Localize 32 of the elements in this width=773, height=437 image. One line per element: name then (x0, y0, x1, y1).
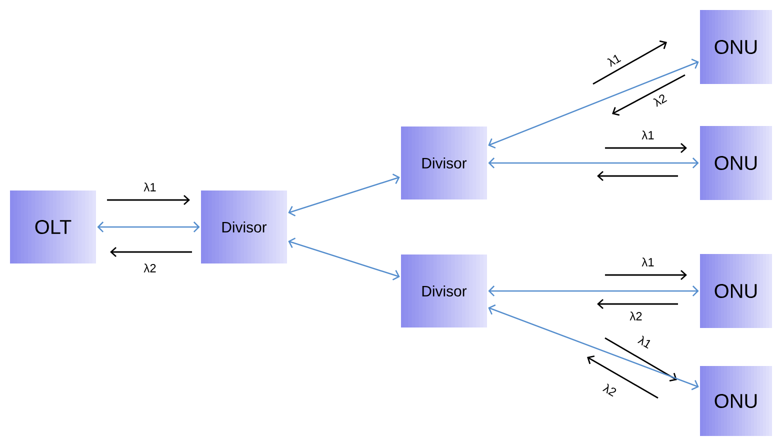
wavelength-label: λ1 (607, 54, 622, 67)
wavelength-label: λ1 (637, 336, 650, 349)
splitter-box: Divisor (401, 254, 487, 328)
fiber-link (288, 238, 400, 280)
wavelength-label: λ1 (642, 130, 654, 140)
node-label: Divisor (222, 222, 267, 232)
olt-box: OLT (10, 190, 96, 264)
onu-box: ONU (700, 254, 772, 328)
wavelength-label: λ2 (630, 312, 642, 320)
node-label: OLT (35, 220, 72, 234)
wavelength-label: λ1 (144, 182, 156, 192)
fiber-link (288, 174, 400, 216)
node-label: ONU (714, 40, 757, 54)
fiber-link (488, 58, 699, 149)
fiber-link (488, 304, 699, 390)
node-label: ONU (714, 156, 757, 170)
onu-box: ONU (700, 126, 772, 200)
splitter-box: Divisor (401, 126, 487, 200)
fiber-link (488, 286, 699, 296)
fiber-link (97, 222, 200, 232)
onu-box: ONU (700, 10, 772, 84)
node-label: ONU (714, 394, 757, 408)
node-label: Divisor (422, 158, 467, 168)
splitter-box: Divisor (201, 190, 287, 264)
wavelength-label: λ1 (642, 258, 654, 266)
wavelength-label: λ2 (144, 264, 156, 272)
node-label: Divisor (422, 286, 467, 296)
wavelength-label: λ2 (602, 384, 616, 397)
wavelength-label: λ2 (653, 94, 668, 107)
fiber-link (488, 158, 699, 168)
node-label: ONU (714, 284, 757, 298)
onu-box: ONU (700, 366, 772, 436)
